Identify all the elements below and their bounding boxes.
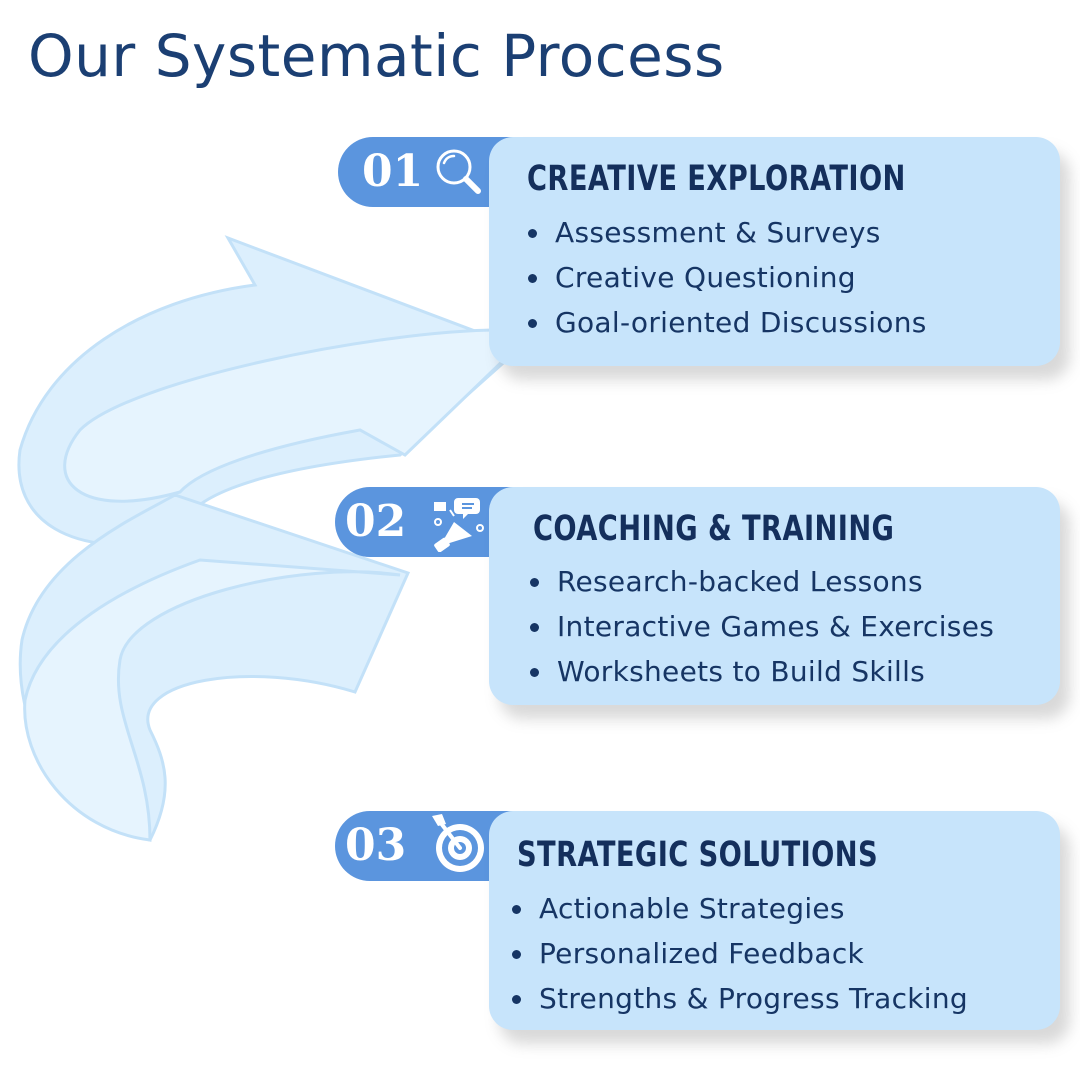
step-list: Research-backed Lessons Interactive Game…	[527, 559, 994, 694]
list-item: Creative Questioning	[525, 255, 927, 300]
step-number: 01	[362, 146, 424, 197]
step-card: STRATEGIC SOLUTIONS Actionable Strategie…	[489, 811, 1060, 1030]
list-item: Interactive Games & Exercises	[527, 604, 994, 649]
step-number: 03	[345, 820, 407, 871]
list-item: Strengths & Progress Tracking	[509, 976, 968, 1021]
list-item: Worksheets to Build Skills	[527, 649, 994, 694]
step-card: COACHING & TRAINING Research-backed Less…	[489, 487, 1060, 705]
list-item: Assessment & Surveys	[525, 210, 927, 255]
step-card: CREATIVE EXPLORATION Assessment & Survey…	[489, 137, 1060, 366]
list-item: Personalized Feedback	[509, 931, 968, 976]
page-title: Our Systematic Process	[28, 22, 725, 90]
target-icon	[432, 814, 484, 872]
list-item: Research-backed Lessons	[527, 559, 994, 604]
step-list: Actionable Strategies Personalized Feedb…	[509, 886, 968, 1021]
list-item: Actionable Strategies	[509, 886, 968, 931]
magnifier-icon	[436, 149, 481, 194]
step-heading: STRATEGIC SOLUTIONS	[517, 835, 879, 875]
list-item: Goal-oriented Discussions	[525, 300, 927, 345]
step-heading: COACHING & TRAINING	[533, 509, 895, 549]
step-number: 02	[345, 496, 407, 547]
megaphone-icon	[434, 498, 484, 552]
step-heading: CREATIVE EXPLORATION	[527, 159, 906, 199]
step-list: Assessment & Surveys Creative Questionin…	[525, 210, 927, 345]
